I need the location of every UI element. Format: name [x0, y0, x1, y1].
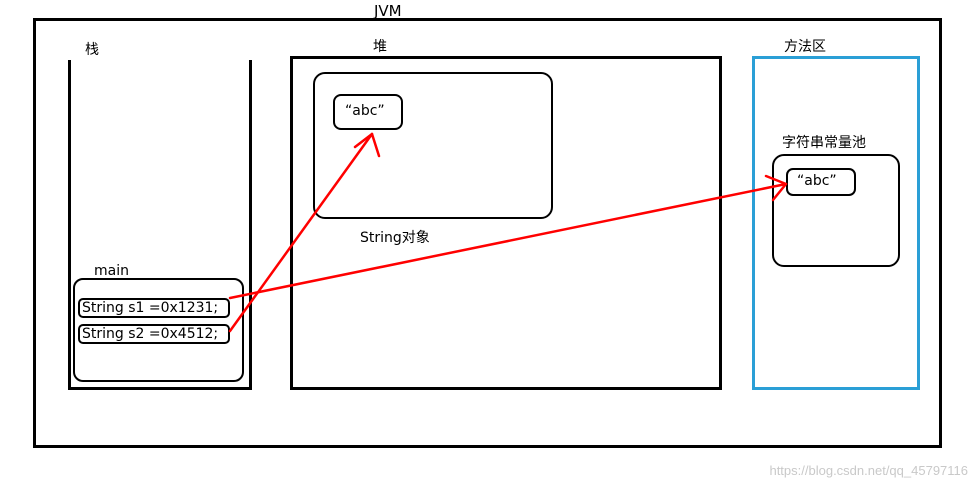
heap-abc-box: [333, 94, 403, 130]
stack-var-s1: String s1 =0x1231;: [78, 298, 230, 318]
pool-abc-value: “abc”: [797, 173, 837, 189]
arrow-s2-to-heap-abc: [228, 132, 374, 333]
stack-var-s2: String s2 =0x4512;: [78, 324, 230, 344]
jvm-label: JVM: [374, 2, 402, 20]
main-frame-label: main: [94, 263, 129, 279]
pool-abc-box: [786, 168, 856, 196]
string-constant-pool-box: [772, 154, 900, 267]
arrow-s1-to-pool-abc: [228, 182, 788, 300]
method-area-label: 方法区: [784, 39, 826, 55]
string-object-box: [313, 72, 553, 219]
watermark: https://blog.csdn.net/qq_45797116: [769, 463, 968, 478]
method-area-region: [752, 56, 920, 390]
jvm-frame: [33, 18, 942, 448]
arrow-head-heap: [353, 132, 381, 158]
main-frame: [73, 278, 244, 382]
stack-region: [68, 60, 252, 390]
arrow-head-pool: [764, 174, 788, 202]
heap-label: 堆: [373, 39, 387, 55]
heap-region: [290, 56, 722, 390]
stack-label: 栈: [85, 42, 99, 58]
string-object-caption: String对象: [360, 230, 430, 246]
heap-abc-value: “abc”: [345, 103, 385, 119]
string-constant-pool-label: 字符串常量池: [782, 135, 866, 151]
